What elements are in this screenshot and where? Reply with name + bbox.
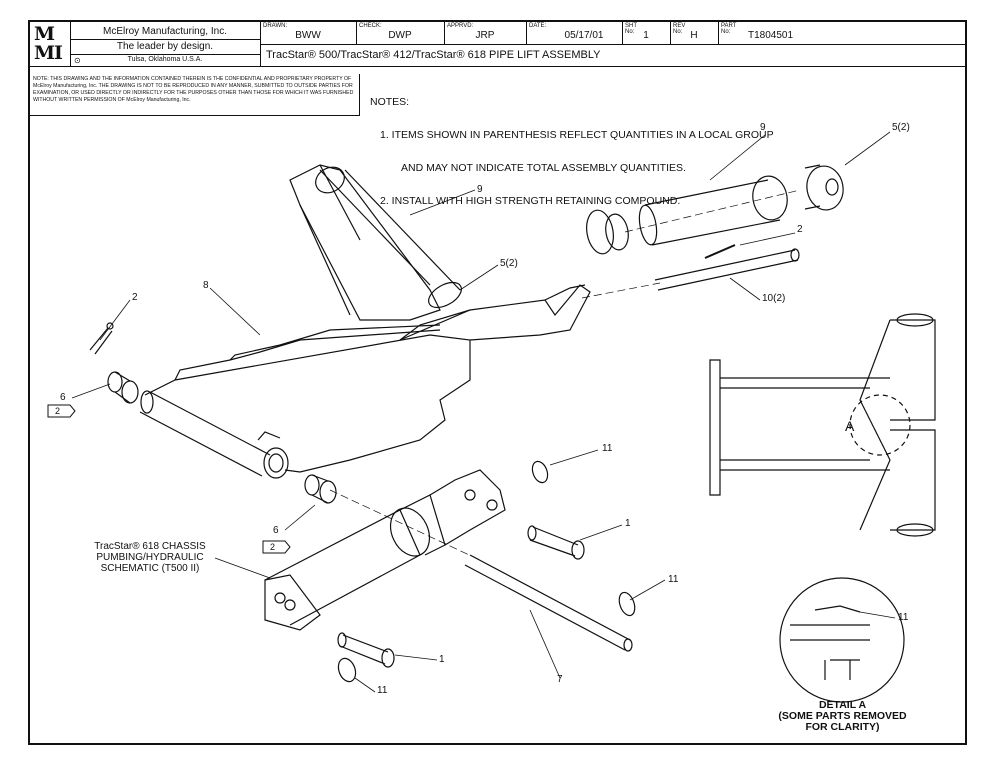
drawing-sheet: M MI McElroy Manufacturing, Inc. The lea… [28,20,967,745]
callout-1-mid: 1 [625,518,631,529]
callout-5-top: 5(2) [892,122,910,133]
callout-2-left: 2 [132,292,138,303]
callout-9-top: 9 [760,122,766,133]
drawn-value: BWW [295,30,321,41]
rev-cell: REV No: H [670,22,719,44]
callout-2-top: 2 [797,224,803,235]
callout-6-bottom: 6 [273,525,279,536]
copyright-icon: ⊙ [74,56,81,65]
detail-a-caption: DETAIL A (SOME PARTS REMOVED FOR CLARITY… [760,700,925,733]
date-label: DATE: [529,23,547,29]
callout-8: 8 [203,280,209,291]
schematic-line-1: TracStar® 618 CHASSIS [94,541,206,552]
callout-1-bottom: 1 [439,654,445,665]
apprvd-value: JRP [475,30,495,41]
clip-11-right [618,591,636,617]
callout-11-top: 11 [602,443,613,454]
detail-marker-a: A [845,418,855,434]
note-1-cont: AND MAY NOT INDICATE TOTAL ASSEMBLY QUAN… [401,162,686,174]
note-2: 2. INSTALL WITH HIGH STRENGTH RETAINING … [380,195,681,207]
roller-bracket [289,164,471,341]
hydraulic-cylinder [264,469,506,631]
callout-11-right: 11 [668,574,679,585]
clip-11-top [531,460,549,484]
company-name: McElroy Manufacturing, Inc. [103,26,227,37]
bushing-6-bottom [304,474,337,504]
schematic-line-3: SCHEMATIC (T500 II) [100,563,200,574]
flag-2-top-text: 2 [55,406,61,416]
pin-10 [654,248,800,291]
logo-bottom: MI [34,42,63,64]
date-value: 05/17/01 [564,30,604,41]
check-value: DWP [388,30,412,41]
part-value: T1804501 [748,30,794,41]
assembly-title: TracStar® 500/TracStar® 412/TracStar® 61… [266,49,601,61]
pin-1-bottom [337,632,395,668]
company-logo: M MI [30,22,71,66]
date-cell: DATE: 05/17/01 [526,22,623,44]
pivot-shaft [139,390,289,479]
pin-1-mid [527,525,585,560]
company-tagline: The leader by design. [116,41,214,52]
flag-2-bottom [262,540,291,554]
cotter-pin-2-top [704,244,736,259]
schematic-label: TracStar® 618 CHASSIS PUMBING/HYDRAULIC … [85,541,215,574]
detail-caption-line-3: FOR CLARITY) [805,721,880,733]
detail-caption-line-2: (SOME PARTS REMOVED [778,710,907,722]
callout-11-bottom: 11 [377,685,388,696]
note-1: 1. ITEMS SHOWN IN PARENTHESIS REFLECT QU… [380,129,774,141]
bushing-6-top [107,371,139,404]
part-cell: PART No: T1804501 [718,22,967,44]
schematic-line-2: PUMBING/HYDRAULIC [96,552,204,563]
shaft-7 [464,554,633,652]
flag-2-bottom-text: 2 [270,542,276,552]
check-cell: CHECK: DWP [356,22,445,44]
part-label: PART No: [721,23,737,35]
callout-5-mid: 5(2) [500,258,518,269]
cotter-pin-2-left [89,322,114,355]
side-view-assembly [709,313,936,537]
apprvd-cell: APPRVD: JRP [444,22,527,44]
company-location: Tulsa, Oklahoma U.S.A. [127,56,203,63]
flag-2-top [47,404,76,418]
check-label: CHECK: [359,23,382,29]
roller-exploded [586,164,844,255]
callout-9-mid: 9 [477,184,483,195]
drawn-cell: DRAWN: BWW [260,22,357,44]
apprvd-label: APPRVD: [447,23,474,29]
clip-11-bottom [337,657,357,683]
rev-label: REV No: [673,23,686,35]
notes-heading: NOTES: [370,96,410,108]
detail-a-view [779,577,905,703]
callout-11-detail: 11 [898,612,909,623]
sheet-value: 1 [643,30,649,41]
callout-7: 7 [557,674,563,685]
confidentiality-note: NOTE: THIS DRAWING AND THE INFORMATION C… [30,74,360,116]
sheet-cell: SHT No: 1 [622,22,671,44]
sheet-label: SHT No: [625,23,637,35]
logo-top: M [34,23,55,45]
notes-block: NOTES: 1. ITEMS SHOWN IN PARENTHESIS REF… [370,75,774,229]
detail-caption-line-1: DETAIL A [818,699,867,711]
callout-10: 10(2) [762,293,786,304]
rev-value: H [690,30,698,41]
drawn-label: DRAWN: [263,23,288,29]
callout-6-top: 6 [60,392,66,403]
lift-arm-part-8 [144,284,591,473]
